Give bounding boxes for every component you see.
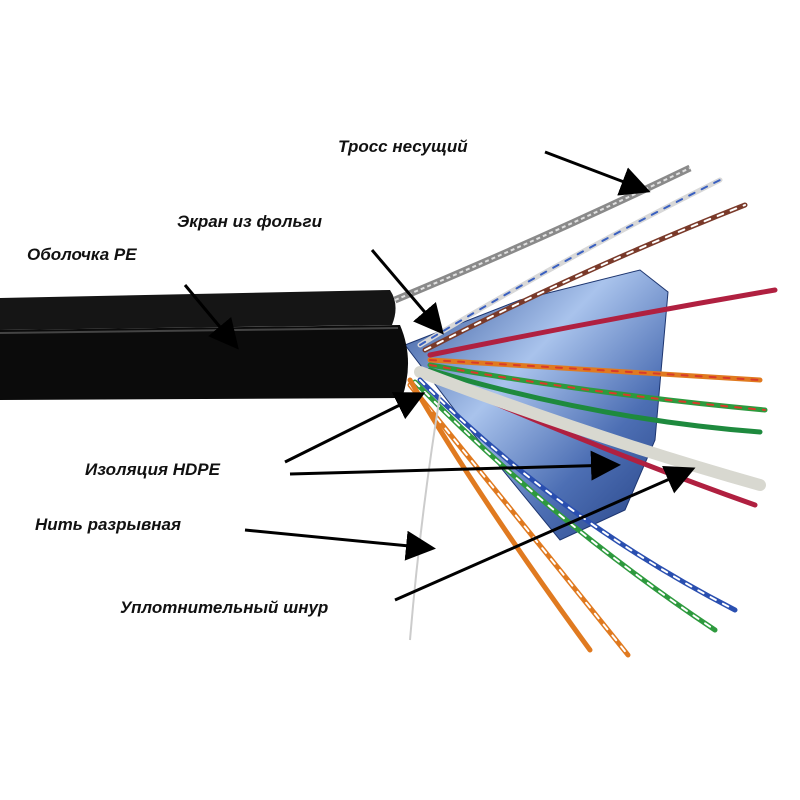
arrow-messenger (544, 150, 651, 196)
arrow-foil (370, 249, 444, 335)
main-jacket (0, 325, 409, 400)
label-foil-screen: Экран из фольги (177, 212, 322, 231)
arrow-insulation-1 (284, 392, 426, 464)
arrows (183, 150, 696, 602)
arrow-filler (394, 465, 696, 602)
label-ripcord: Нить разрывная (35, 515, 182, 534)
arrow-insulation-2 (289, 450, 621, 481)
arrow-jacket (183, 284, 239, 350)
label-jacket: Оболочка PE (27, 245, 137, 264)
twisted-pairs (407, 177, 778, 658)
label-messenger: Тросс несущий (338, 137, 468, 156)
label-filler: Уплотнительный шнур (120, 598, 329, 617)
ripcord (409, 394, 441, 641)
label-insulation: Изоляция HDPE (85, 460, 220, 479)
arrow-ripcord (244, 528, 436, 561)
messenger-jacket (0, 290, 396, 330)
